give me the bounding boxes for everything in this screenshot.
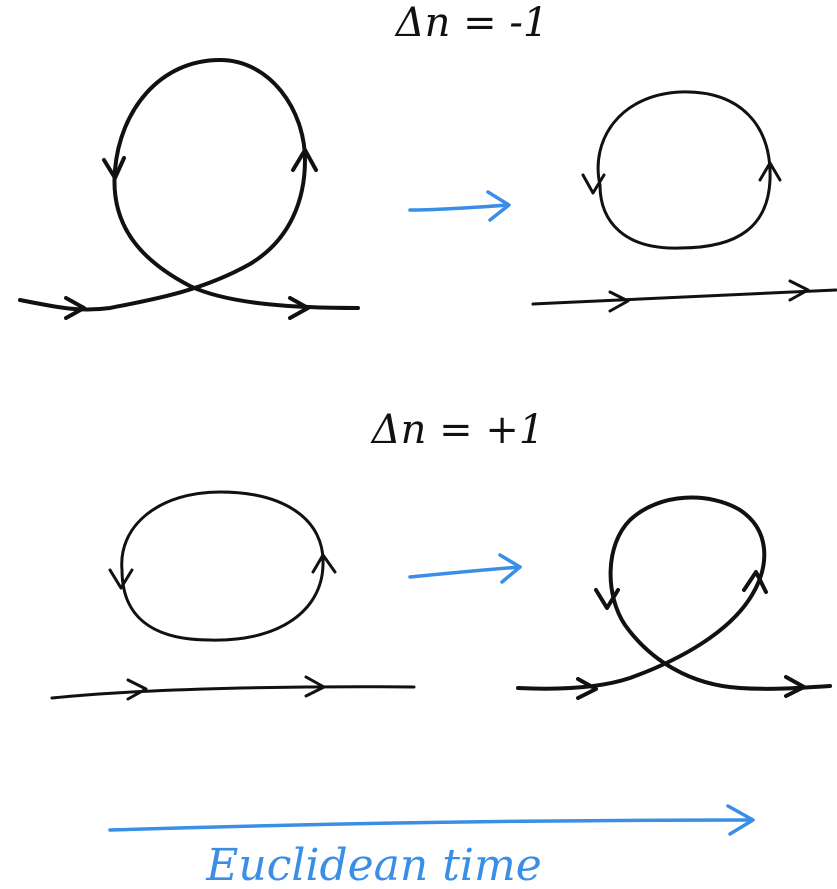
bottom-right-loop-path — [516, 495, 832, 691]
bottom-right-loop-arrow-down-icon — [594, 588, 620, 610]
bottom-left-detached-loop — [50, 490, 416, 701]
top-right-line-arrow-icon-1 — [608, 290, 630, 313]
top-transition-arrow — [408, 190, 511, 222]
top-right-circle-arrow-down-icon — [581, 173, 606, 195]
top-left-line-arrow-icon-1 — [64, 296, 86, 320]
bottom-left-circle-arrow-up-icon — [311, 553, 337, 574]
bottom-left-circle-path — [120, 490, 325, 642]
time-axis-label: Euclidean time — [205, 840, 542, 889]
time-axis-arrow — [108, 804, 755, 836]
bottom-right-crossing-loop — [516, 495, 832, 700]
top-right-circle-path — [596, 90, 772, 250]
top-right-line-path — [531, 288, 837, 306]
bottom-right-loop-arrow-up-icon — [742, 570, 768, 594]
top-left-loop-arrow-down-icon — [102, 156, 126, 180]
top-left-crossing-loop — [18, 58, 360, 320]
bottom-right-line-arrow-icon-1 — [576, 677, 598, 700]
top-right-detached-loop — [531, 90, 837, 313]
top-left-loop-path — [18, 58, 360, 312]
top-left-loop-arrow-up-icon — [291, 148, 318, 172]
bottom-left-line-arrow-icon-1 — [126, 678, 148, 701]
top-right-line-arrow-icon-2 — [788, 279, 810, 302]
top-right-circle-arrow-up-icon — [758, 161, 782, 182]
top-equation-label: Δn = -1 — [394, 0, 549, 46]
bottom-left-line-path — [50, 685, 416, 700]
bottom-left-circle-arrow-down-icon — [108, 568, 134, 590]
top-left-line-arrow-icon-2 — [288, 296, 310, 320]
bottom-right-line-arrow-icon-2 — [784, 675, 806, 698]
bottom-equation-label: Δn = +1 — [370, 407, 545, 453]
bottom-left-line-arrow-icon-2 — [304, 675, 326, 698]
bottom-transition-arrow — [408, 553, 522, 584]
